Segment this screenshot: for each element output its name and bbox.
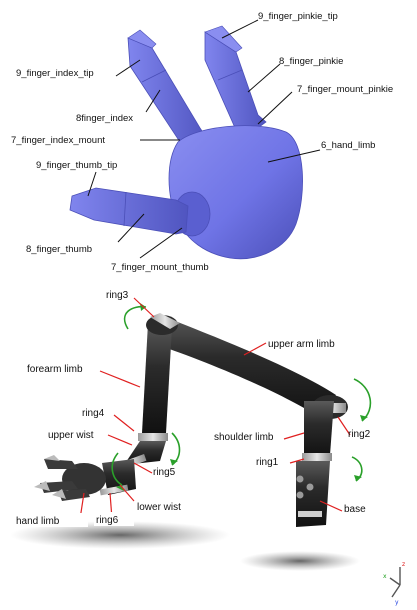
label-7-finger-index-mount: 7_finger_index_mount: [11, 135, 105, 146]
label-hand-limb: hand limb: [16, 516, 60, 527]
base-shadow: [240, 551, 360, 571]
label-8-finger-index: 8finger_index: [76, 113, 133, 124]
label-7-finger-mount-pinkie: 7_finger_mount_pinkie: [297, 84, 393, 95]
label-ring2: ring2: [348, 429, 371, 440]
label-lower-wist: lower wist: [137, 502, 181, 513]
forearm-limb-shape: [142, 323, 172, 433]
pinkie-finger: [205, 26, 266, 138]
robot-arm-svg: ring3 upper arm limb forearm limb ring4 …: [0, 283, 417, 610]
label-forearm-limb: forearm limb: [27, 364, 83, 375]
label-8-finger-thumb: 8_finger_thumb: [26, 244, 92, 255]
label-6-hand-limb: 6_hand_limb: [321, 140, 375, 151]
axis-x-label: x: [383, 573, 387, 580]
label-ring5: ring5: [153, 467, 176, 478]
label-ring4: ring4: [82, 408, 105, 419]
base-shape: [296, 461, 330, 527]
label-9-finger-thumb-tip: 9_finger_thumb_tip: [36, 160, 117, 171]
ring4-shape: [138, 433, 168, 441]
label-8-finger-pinkie: 8_finger_pinkie: [279, 56, 343, 67]
label-ring1: ring1: [256, 457, 279, 468]
axis-z-label: z: [402, 561, 405, 568]
label-upper-wist: upper wist: [48, 430, 94, 441]
label-upper-arm-limb: upper arm limb: [268, 339, 335, 350]
index-finger: [128, 30, 208, 150]
hand-model-panel: 9_finger_pinkie_tip 8_finger_pinkie 7_fi…: [0, 0, 417, 283]
label-9-finger-index-tip: 9_finger_index_tip: [16, 68, 94, 79]
label-7-finger-mount-thumb: 7_finger_mount_thumb: [111, 262, 209, 273]
label-base: base: [344, 504, 366, 515]
hand-gripper-shape: [34, 455, 106, 501]
axis-y-label: y: [395, 599, 399, 606]
ring1-shape: [302, 453, 332, 461]
label-ring6: ring6: [96, 515, 119, 526]
label-ring3: ring3: [106, 290, 129, 301]
label-shoulder-limb: shoulder limb: [214, 432, 274, 443]
label-9-finger-pinkie-tip: 9_finger_pinkie_tip: [258, 11, 338, 22]
hand-model-svg: 9_finger_pinkie_tip 8_finger_pinkie 7_fi…: [0, 0, 417, 283]
robot-arm-panel: ring3 upper arm limb forearm limb ring4 …: [0, 283, 417, 610]
shoulder-limb-shape: [304, 401, 334, 457]
axes-indicator: z x y: [383, 561, 405, 606]
